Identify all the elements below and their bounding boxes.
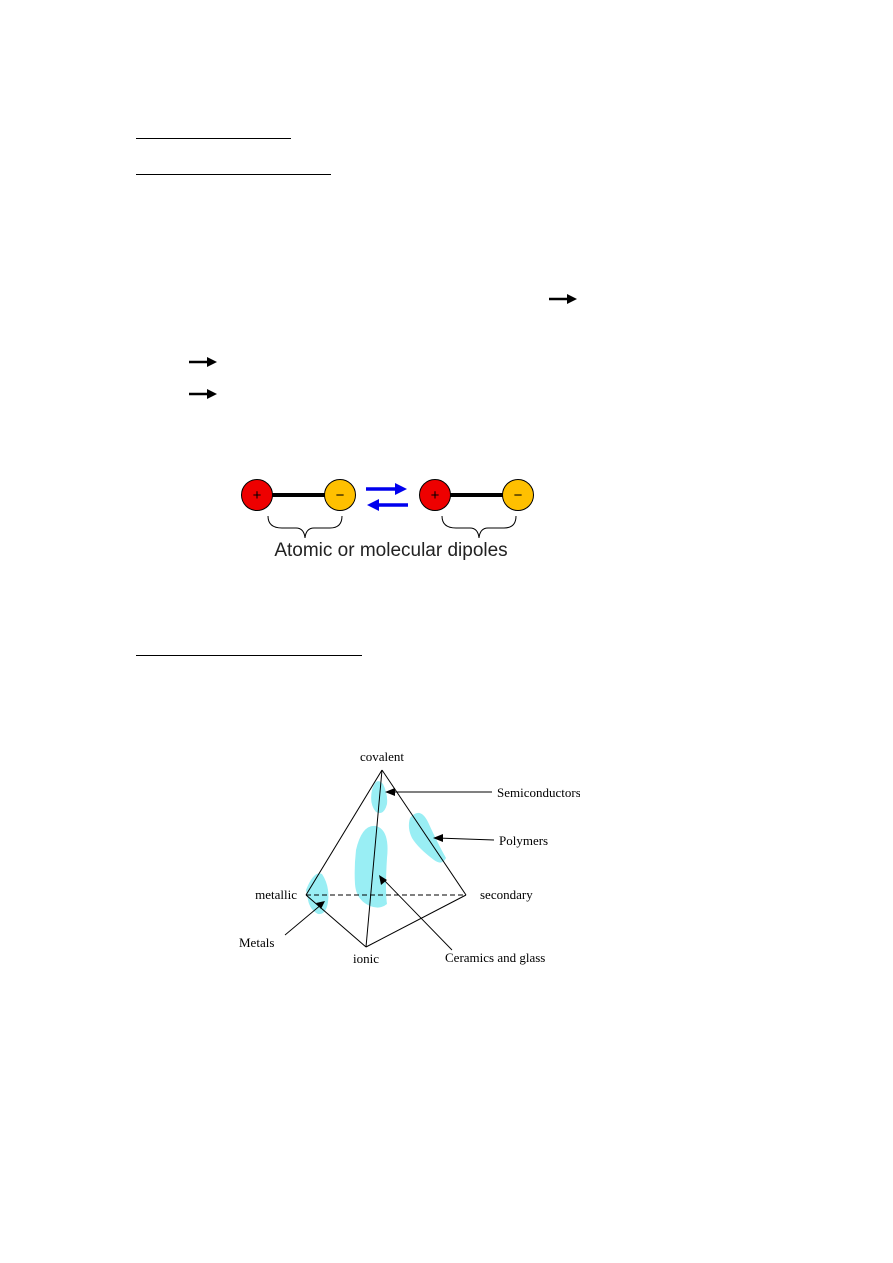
minus-sign: − bbox=[336, 487, 345, 504]
positive-atom bbox=[241, 479, 273, 511]
right-arrow-icon bbox=[189, 389, 217, 399]
region-label-semiconductors: Semiconductors bbox=[497, 785, 580, 800]
positive-atom bbox=[419, 479, 451, 511]
negative-atom bbox=[324, 479, 356, 511]
region-label-metals: Metals bbox=[239, 935, 274, 950]
vertex-label-covalent: covalent bbox=[360, 749, 404, 764]
right-brace bbox=[441, 515, 517, 539]
left-brace bbox=[267, 515, 343, 539]
pointer-arrow-icon bbox=[433, 834, 443, 842]
heading-underline-2 bbox=[136, 174, 331, 175]
region-label-polymers: Polymers bbox=[499, 833, 548, 848]
ceramics-region bbox=[354, 825, 388, 908]
right-arrow-icon bbox=[189, 357, 217, 367]
vertex-label-metallic: metallic bbox=[255, 887, 297, 902]
pointer-arrow-icon bbox=[379, 875, 387, 885]
dipole-caption: Atomic or molecular dipoles bbox=[274, 540, 507, 561]
negative-atom bbox=[502, 479, 534, 511]
pointer-arrow-icon bbox=[385, 788, 395, 796]
bonding-tetrahedron-figure: covalent metallic secondary ionic Semico… bbox=[239, 749, 580, 966]
heading-underline-1 bbox=[136, 138, 291, 139]
dipole-figure: + − + − Atomic or molecular dipoles bbox=[241, 479, 534, 561]
vertex-label-secondary: secondary bbox=[480, 887, 533, 902]
heading-underline-3 bbox=[136, 655, 362, 656]
equilibrium-arrows-icon bbox=[366, 483, 408, 511]
pointer-arrow-icon bbox=[316, 901, 325, 909]
plus-sign: + bbox=[253, 487, 262, 504]
minus-sign: − bbox=[514, 487, 523, 504]
region-label-ceramics: Ceramics and glass bbox=[445, 950, 545, 965]
right-arrow-icon bbox=[549, 294, 577, 304]
vertex-label-ionic: ionic bbox=[353, 951, 379, 966]
plus-sign: + bbox=[431, 487, 440, 504]
